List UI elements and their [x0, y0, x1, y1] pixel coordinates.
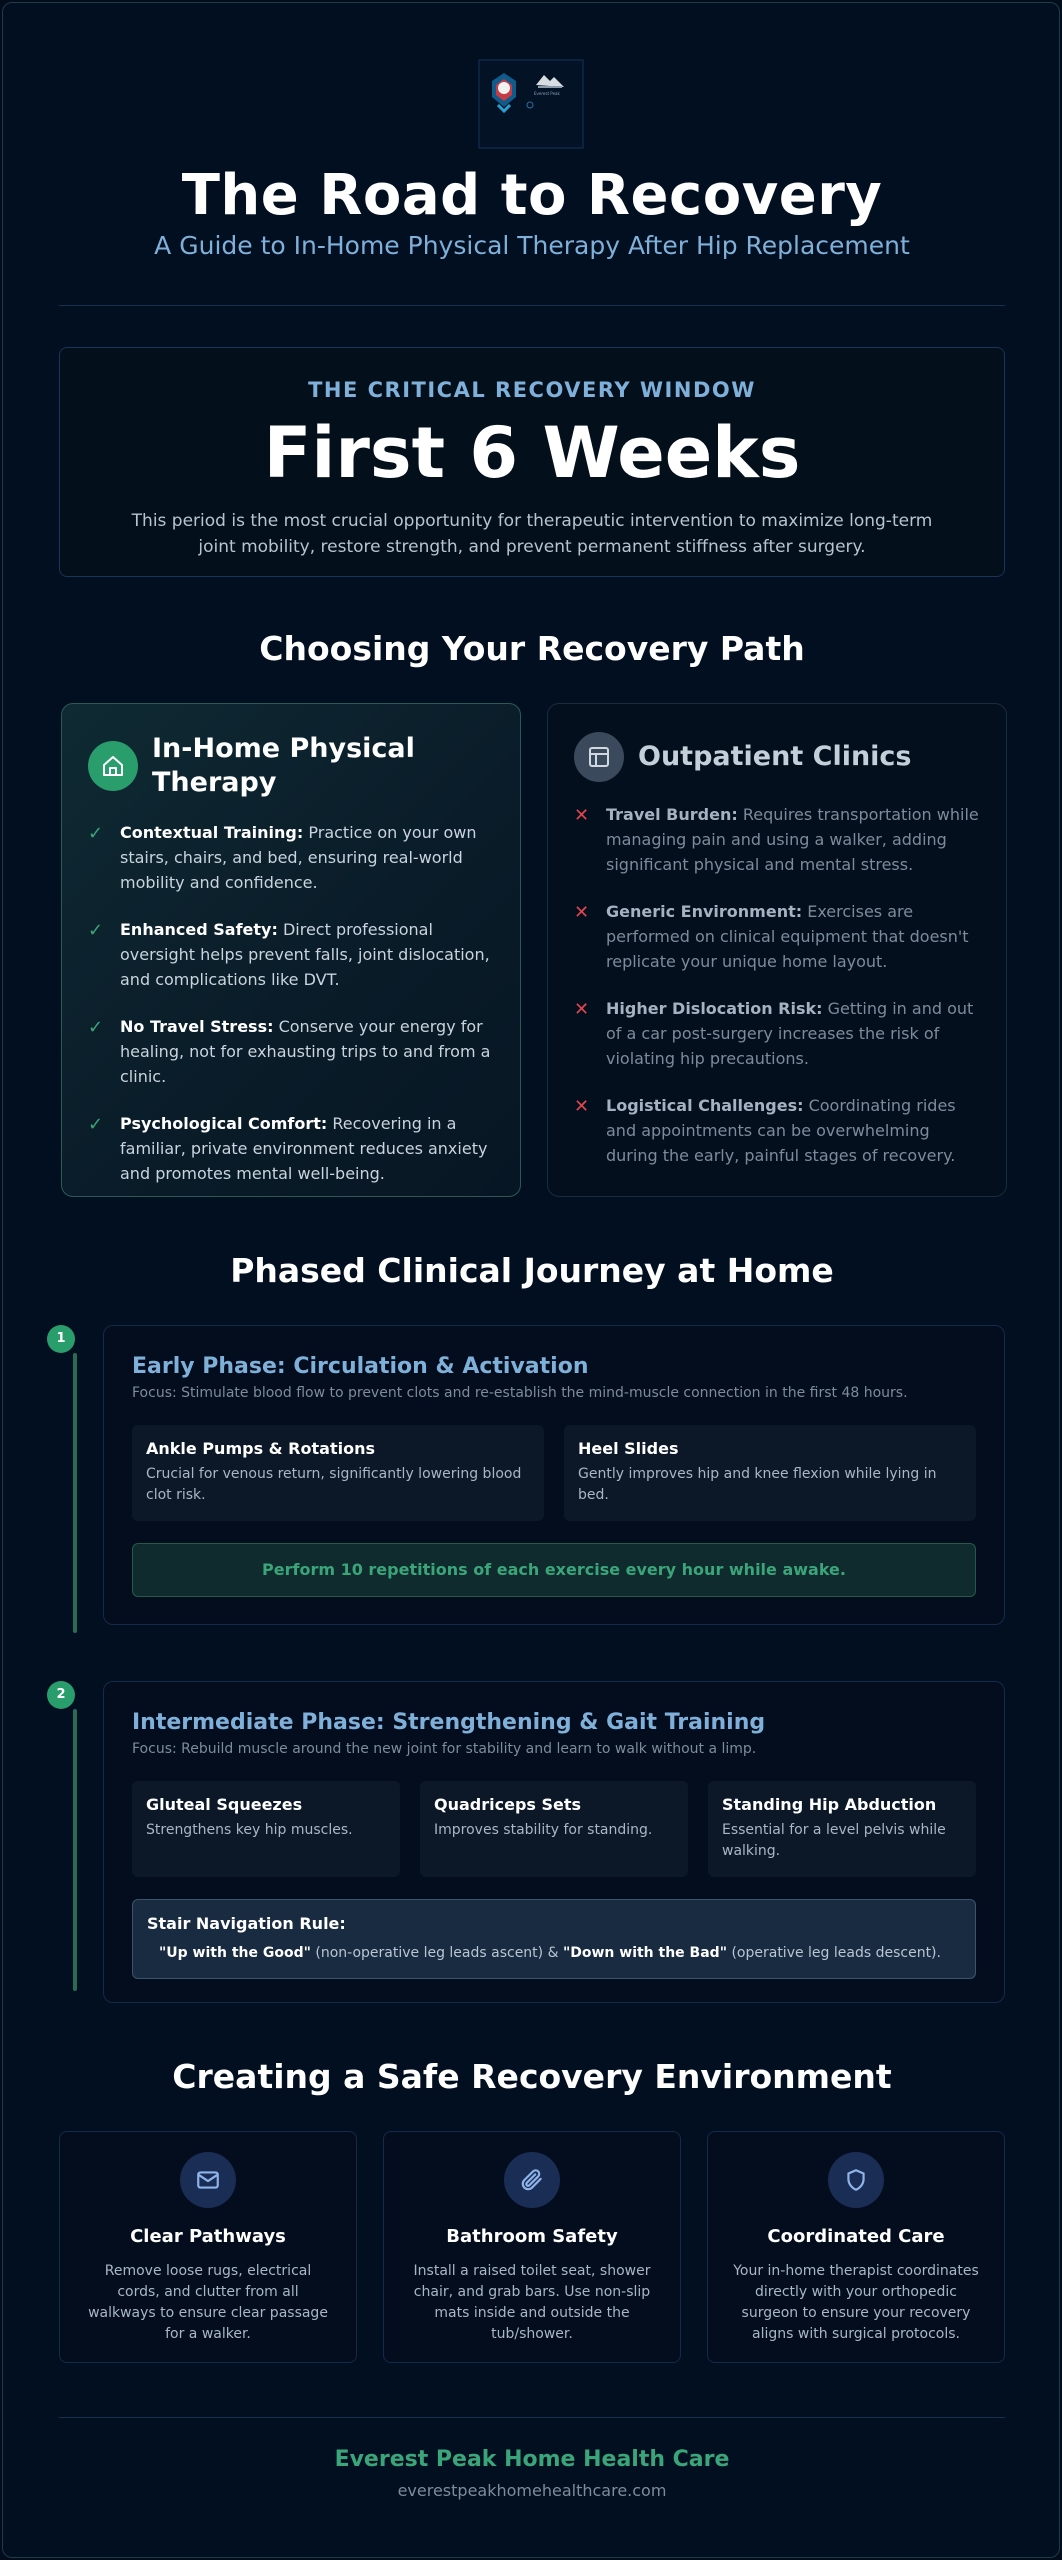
- exercise-name: Heel Slides: [578, 1439, 679, 1458]
- stair-rule-note: Stair Navigation Rule: "Up with the Good…: [132, 1899, 976, 1979]
- safety-card-title: Coordinated Care: [767, 2226, 945, 2247]
- phase-card-early: Early Phase: Circulation & Activation Fo…: [103, 1325, 1005, 1625]
- environment-heading: Creating a Safe Recovery Environment: [172, 2057, 892, 2096]
- home-icon: [88, 741, 138, 791]
- exercise-card: Gluteal Squeezes Strengthens key hip mus…: [132, 1781, 400, 1877]
- critical-window-kicker: THE CRITICAL RECOVERY WINDOW: [308, 378, 756, 402]
- critical-window-headline: First 6 Weeks: [263, 412, 801, 494]
- svg-text:Everest Peak: Everest Peak: [534, 91, 560, 96]
- safety-card-coordinated: Coordinated Care Your in-home therapist …: [707, 2131, 1005, 2363]
- repetition-note: Perform 10 repetitions of each exercise …: [132, 1543, 976, 1597]
- safety-card-description: Remove loose rugs, electrical cords, and…: [88, 2263, 328, 2342]
- check-icon: ✓: [88, 920, 104, 941]
- phase-card-intermediate: Intermediate Phase: Strengthening & Gait…: [103, 1681, 1005, 2003]
- exercise-card: Quadriceps Sets Improves stability for s…: [420, 1781, 688, 1877]
- safety-card-description: Your in-home therapist coordinates direc…: [733, 2263, 979, 2342]
- safety-card-title: Bathroom Safety: [446, 2226, 618, 2247]
- timeline-line: [73, 1353, 77, 1633]
- shield-icon: [828, 2152, 884, 2208]
- list-item: ✓Enhanced Safety: Direct professional ov…: [88, 917, 494, 992]
- check-icon: ✓: [88, 1017, 104, 1038]
- critical-window-panel: THE CRITICAL RECOVERY WINDOW First 6 Wee…: [59, 347, 1005, 577]
- timeline-line: [73, 1709, 77, 1991]
- exercise-description: Crucial for venous return, significantly…: [146, 1466, 522, 1503]
- phase-number-badge: 1: [47, 1325, 75, 1353]
- in-home-title: In-Home Physical Therapy: [152, 733, 415, 798]
- footer-website[interactable]: everestpeakhomehealthcare.com: [397, 2481, 667, 2500]
- stair-rule-title: Stair Navigation Rule:: [147, 1914, 346, 1933]
- paths-heading: Choosing Your Recovery Path: [259, 629, 805, 668]
- exercise-description: Gently improves hip and knee flexion whi…: [578, 1466, 937, 1503]
- check-icon: ✓: [88, 823, 104, 844]
- page-subtitle: A Guide to In-Home Physical Therapy Afte…: [154, 231, 910, 260]
- divider: [59, 2417, 1005, 2418]
- list-item: ✓Psychological Comfort: Recovering in a …: [88, 1111, 494, 1186]
- list-item: ✕Travel Burden: Requires transportation …: [574, 802, 980, 877]
- paperclip-icon: [504, 2152, 560, 2208]
- list-item: ✓Contextual Training: Practice on your o…: [88, 820, 494, 895]
- journey-heading: Phased Clinical Journey at Home: [230, 1251, 834, 1290]
- phase-title: Intermediate Phase: Strengthening & Gait…: [132, 1710, 766, 1735]
- phase-number-badge: 2: [47, 1681, 75, 1709]
- outpatient-card: Outpatient Clinics ✕Travel Burden: Requi…: [547, 703, 1007, 1197]
- list-item: ✕Generic Environment: Exercises are perf…: [574, 899, 980, 974]
- safety-card-title: Clear Pathways: [130, 2226, 286, 2247]
- footer-company-name: Everest Peak Home Health Care: [334, 2447, 730, 2472]
- exercise-card: Ankle Pumps & Rotations Crucial for veno…: [132, 1425, 544, 1521]
- exercise-card: Heel Slides Gently improves hip and knee…: [564, 1425, 976, 1521]
- safety-card-pathways: Clear Pathways Remove loose rugs, electr…: [59, 2131, 357, 2363]
- outpatient-title: Outpatient Clinics: [638, 741, 912, 772]
- clinic-icon: [574, 732, 624, 782]
- critical-window-description: This period is the most crucial opportun…: [131, 511, 933, 557]
- exercise-name: Quadriceps Sets: [434, 1795, 582, 1814]
- x-icon: ✕: [574, 805, 590, 826]
- exercise-name: Standing Hip Abduction: [722, 1795, 937, 1814]
- exercise-name: Ankle Pumps & Rotations: [146, 1439, 375, 1458]
- company-logo-icon: Everest Peak: [478, 59, 584, 149]
- phase-focus: Focus: Stimulate blood flow to prevent c…: [132, 1385, 908, 1401]
- exercise-description: Essential for a level pelvis while walki…: [722, 1822, 946, 1859]
- phase-focus: Focus: Rebuild muscle around the new joi…: [132, 1741, 757, 1757]
- stair-rule-text: "Up with the Good" (non-operative leg le…: [159, 1945, 941, 1961]
- in-home-card: In-Home Physical Therapy ✓Contextual Tra…: [61, 703, 521, 1197]
- divider: [59, 305, 1005, 306]
- list-item: ✕Logistical Challenges: Coordinating rid…: [574, 1093, 980, 1168]
- x-icon: ✕: [574, 999, 590, 1020]
- exercise-card: Standing Hip Abduction Essential for a l…: [708, 1781, 976, 1877]
- mail-icon: [180, 2152, 236, 2208]
- list-item: ✕Higher Dislocation Risk: Getting in and…: [574, 996, 980, 1071]
- safety-card-bathroom: Bathroom Safety Install a raised toilet …: [383, 2131, 681, 2363]
- check-icon: ✓: [88, 1114, 104, 1135]
- phase-title: Early Phase: Circulation & Activation: [132, 1354, 589, 1379]
- page-title: The Road to Recovery: [181, 163, 883, 228]
- safety-card-description: Install a raised toilet seat, shower cha…: [413, 2263, 651, 2342]
- exercise-name: Gluteal Squeezes: [146, 1795, 303, 1814]
- x-icon: ✕: [574, 1096, 590, 1117]
- list-item: ✓No Travel Stress: Conserve your energy …: [88, 1014, 494, 1089]
- exercise-description: Improves stability for standing.: [434, 1822, 653, 1838]
- exercise-description: Strengthens key hip muscles.: [146, 1822, 353, 1838]
- x-icon: ✕: [574, 902, 590, 923]
